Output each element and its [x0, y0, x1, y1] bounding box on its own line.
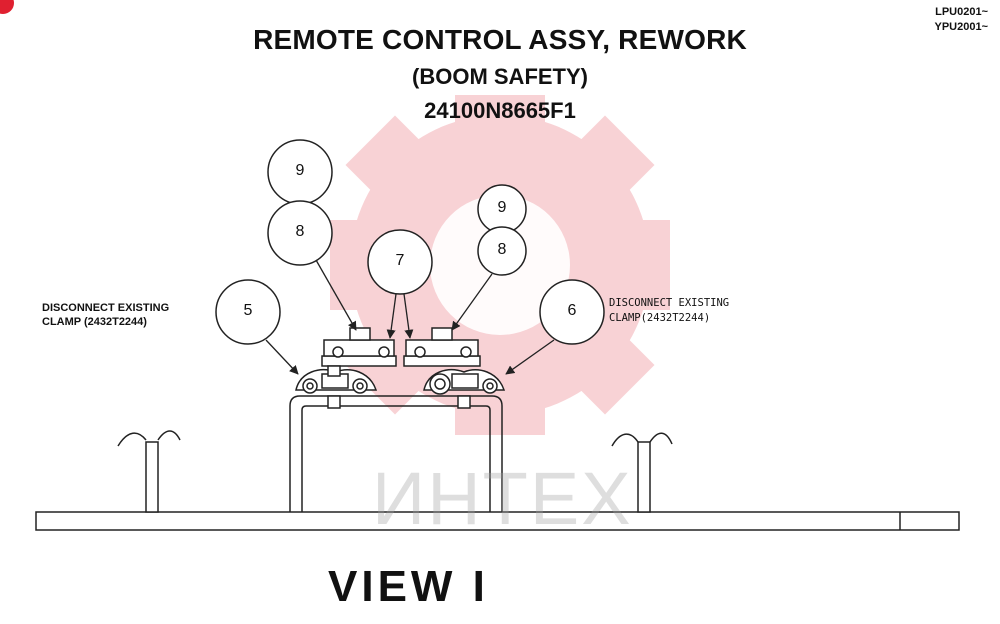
balloon-label-8-left: 8 [295, 223, 305, 240]
revision-range-1: LPU0201~ [935, 6, 988, 18]
balloon-8-right [477, 226, 527, 276]
balloon-label-9-right: 9 [497, 199, 507, 216]
balloon-label-9-left: 9 [295, 162, 305, 179]
right-stack [403, 327, 481, 409]
view-label: VIEW I [328, 562, 489, 611]
note-left-line-2: CLAMP (2432T2244) [42, 316, 147, 328]
right-post [637, 441, 651, 513]
balloon-8-left [267, 200, 333, 266]
balloon-label-8-right: 8 [497, 241, 507, 258]
left-post [145, 441, 159, 513]
balloon-6 [539, 279, 605, 345]
u-bracket [289, 395, 503, 512]
note-right-line-2: CLAMP(2432T2244) [609, 312, 711, 324]
leader-8-right [451, 273, 493, 331]
leader-7a [386, 293, 397, 339]
page-subtitle: (BOOM SAFETY) [412, 64, 588, 89]
note-left-line-1: DISCONNECT EXISTING [42, 302, 170, 314]
page-title: REMOTE CONTROL ASSY, REWORK [253, 24, 747, 55]
balloon-label-5: 5 [243, 302, 253, 319]
balloon-5 [215, 279, 281, 345]
leader-8-left [315, 259, 357, 331]
part-number: 24100N8665F1 [424, 98, 576, 123]
revision-range-2: YPU2001~ [934, 21, 988, 33]
left-clamp [295, 369, 378, 394]
watermark-text: ИНТЕХ [372, 457, 633, 540]
balloon-label-6: 6 [567, 302, 577, 319]
balloon-7 [367, 229, 433, 295]
base-plate [35, 511, 960, 531]
leader-5 [265, 339, 299, 375]
leader-6 [505, 339, 555, 375]
left-stack [321, 327, 397, 409]
right-clamp [423, 369, 506, 395]
leader-7b [403, 293, 414, 339]
balloon-label-7: 7 [395, 252, 405, 269]
corner-mark [0, 0, 14, 14]
note-right-line-1: DISCONNECT EXISTING [609, 297, 730, 309]
